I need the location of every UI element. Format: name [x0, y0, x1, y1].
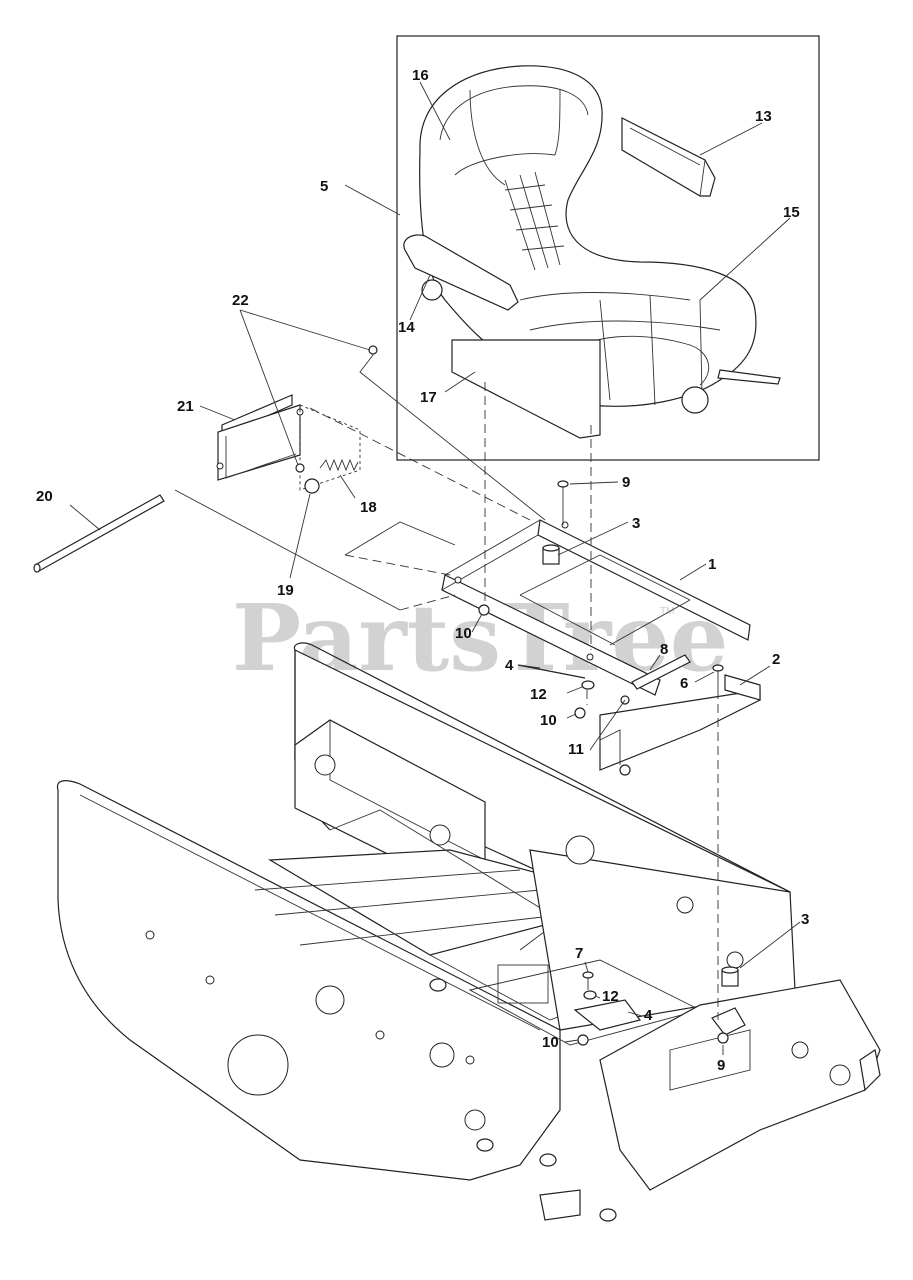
- callout-20: 20: [36, 488, 53, 505]
- seat-rail-frame: [441, 519, 751, 696]
- watermark-tm: TM: [660, 606, 674, 617]
- callout-15: 15: [783, 204, 800, 221]
- callout-5: 5: [320, 178, 328, 195]
- armrest-left: [403, 234, 519, 311]
- callout-7: 7: [575, 945, 583, 962]
- callout-2: 2: [772, 651, 780, 668]
- pin-4a: [517, 664, 586, 679]
- clip: [368, 345, 378, 355]
- callout-12a: 12: [530, 686, 547, 703]
- callout-1: 1: [708, 556, 716, 573]
- rod-8: [631, 654, 691, 690]
- adjust-knob: [681, 386, 709, 414]
- assembly-lines: [174, 354, 719, 1020]
- callout-10c: 10: [542, 1034, 559, 1051]
- callout-8: 8: [660, 641, 668, 658]
- callout-11: 11: [568, 741, 584, 758]
- callout-3a: 3: [632, 515, 640, 532]
- callout-12b: 12: [602, 988, 619, 1005]
- bolt-upper: [557, 480, 569, 525]
- armrest-right: [621, 117, 716, 197]
- callout-6: 6: [680, 675, 688, 692]
- callout-9b: 9: [717, 1057, 725, 1074]
- callout-10b: 10: [540, 712, 557, 729]
- callout-9a: 9: [622, 474, 630, 491]
- callout-4a: 4: [505, 657, 514, 674]
- bracket-2: [599, 674, 761, 776]
- chassis-frame: [56, 642, 881, 1222]
- callout-19: 19: [277, 582, 294, 599]
- nut-10a: [478, 604, 490, 616]
- callout-4b: 4: [644, 1007, 653, 1024]
- callout-21: 21: [177, 398, 194, 415]
- lower-hardware: [573, 971, 746, 1046]
- seat-plate-assembly: [216, 345, 378, 494]
- bolt-6: [712, 664, 724, 690]
- callout-13: 13: [755, 108, 772, 125]
- bumper-lower: [721, 966, 739, 987]
- callout-22: 22: [232, 292, 249, 309]
- nut-10b: [574, 707, 586, 719]
- callout-16: 16: [412, 67, 429, 84]
- rod: [34, 494, 165, 572]
- washer-12a: [581, 680, 595, 690]
- callout-14: 14: [398, 319, 415, 336]
- armrest-knob: [421, 279, 443, 301]
- seat-base: [451, 339, 601, 439]
- washer: [304, 478, 320, 494]
- bumper-upper: [542, 544, 560, 565]
- pin: [295, 463, 305, 473]
- callout-10a: 10: [455, 625, 472, 642]
- chassis-hole-large: [227, 1034, 289, 1096]
- adjust-lever: [717, 369, 781, 385]
- callout-17: 17: [420, 389, 437, 406]
- callouts: 5 13 15 16 14 17 22 21 18 19 20 9 3 1 10…: [36, 67, 809, 1074]
- callout-18: 18: [360, 499, 377, 516]
- leader-lines: [69, 81, 801, 1055]
- seat-assembly-frame: [396, 35, 820, 461]
- callout-3b: 3: [801, 911, 809, 928]
